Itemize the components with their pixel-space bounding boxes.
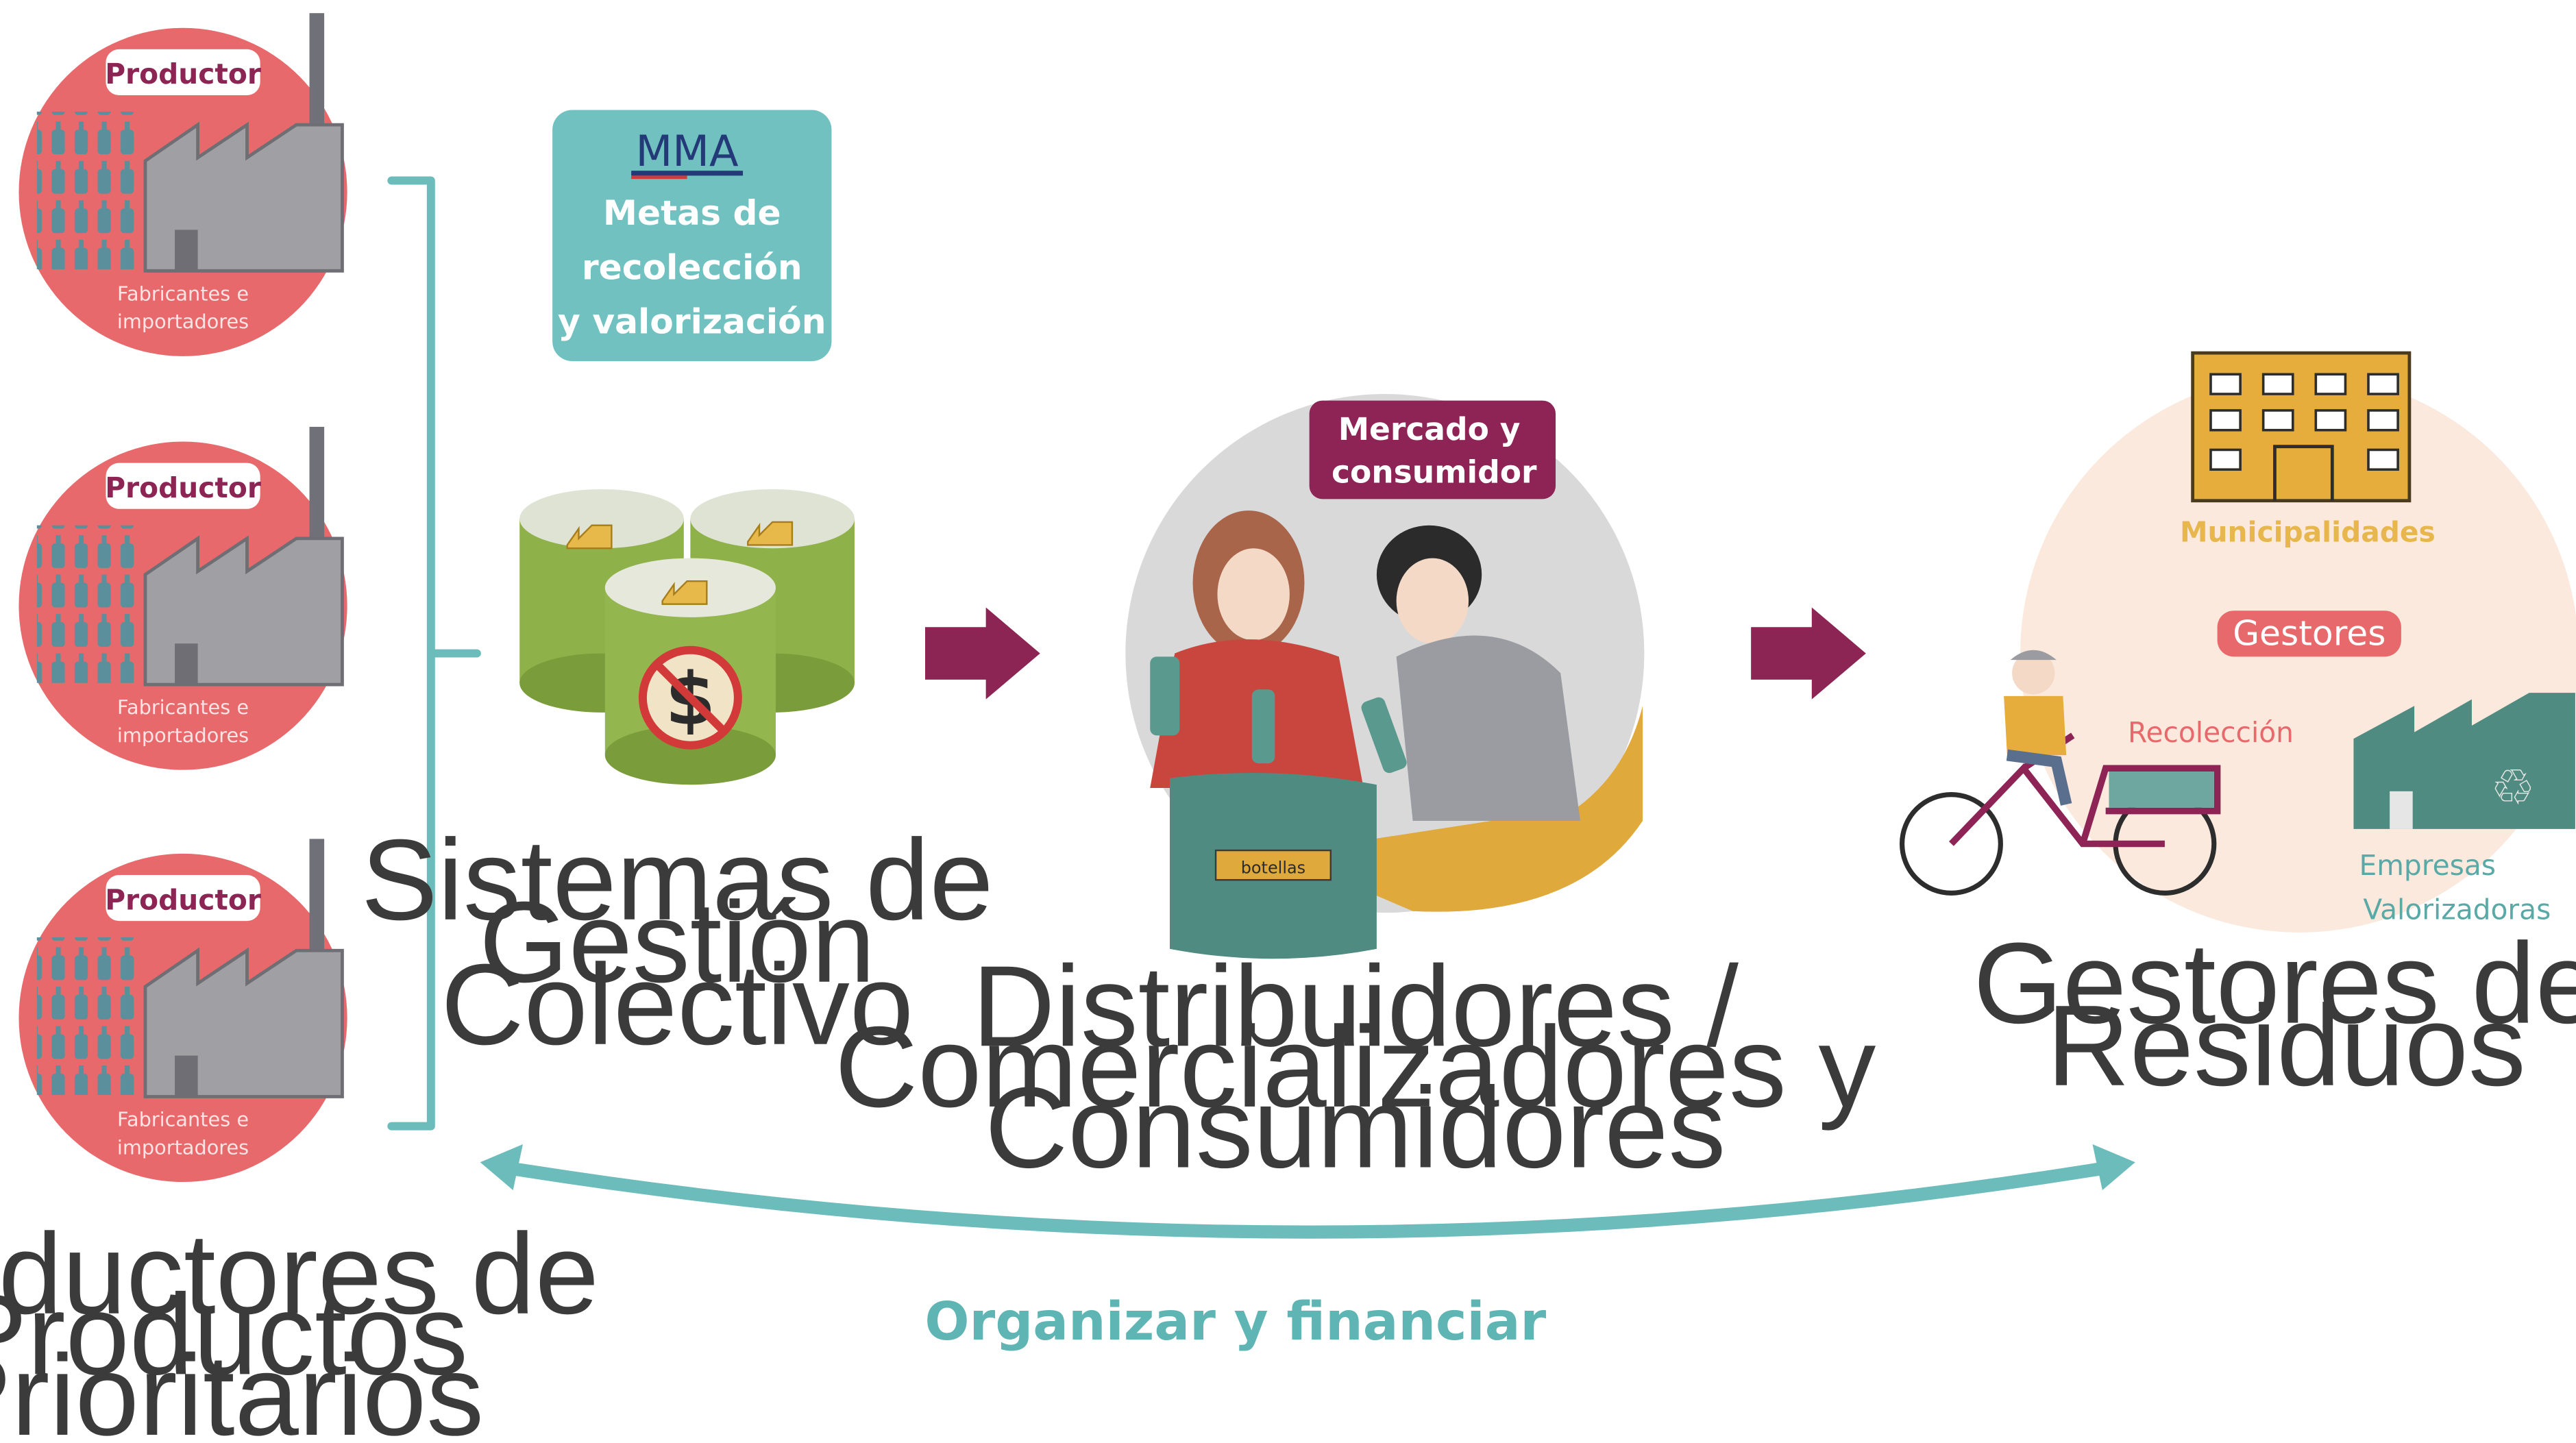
companies-label-2: Valorizadoras: [2363, 893, 2551, 926]
producers-caption-2: Productos: [0, 1270, 468, 1398]
managers-caption-2: Residuos: [2047, 981, 2526, 1110]
producer-subtitle-2: importadores: [117, 1135, 249, 1159]
producers-caption-3: Prioritarios: [0, 1331, 484, 1443]
producer-icon-3: Productor Fabricantes e importadores: [19, 839, 347, 1183]
producers-caption-1: Productores de: [0, 1209, 599, 1338]
mma-line-3: y valorización: [558, 301, 826, 341]
managers-badge: Gestores: [2233, 613, 2385, 654]
producer-badge: Productor: [105, 471, 261, 504]
organize-finance-label: Organizar y financiar: [924, 1292, 1546, 1353]
sgc-cylinders-icon: $: [519, 489, 855, 785]
producer-subtitle-2: importadores: [117, 310, 249, 333]
producer-subtitle-1: Fabricantes e: [117, 695, 249, 719]
sgc-caption-3: Colectivo: [441, 940, 913, 1069]
market-caption-1: Distribuidores /: [972, 941, 1739, 1070]
managers-caption-1: Gestores de: [1973, 919, 2576, 1048]
mma-logo: MMA: [636, 126, 739, 176]
market-consumers-illustration: botellas Mercado y consumidor: [1125, 394, 1645, 959]
companies-label-1: Empresas: [2359, 849, 2496, 882]
mma-line-2: recolección: [582, 247, 802, 287]
recycle-icon: ♲: [2491, 758, 2535, 816]
sgc-caption-1: Sistemas de: [361, 815, 994, 944]
flow-arrow-1: [925, 607, 1040, 700]
producer-icon-2: Productor Fabricantes e importadores: [19, 426, 347, 770]
waste-managers-illustration: Municipalidades Gestores Recolección ♲ E…: [1899, 351, 2576, 933]
flow-arrow-2: [1751, 607, 1866, 700]
mma-box: MMA Metas de recolección y valorización: [552, 110, 832, 362]
producer-subtitle-2: importadores: [117, 724, 249, 747]
market-badge-line-2: consumidor: [1332, 454, 1537, 490]
producer-icon-1: Productor Fabricantes e importadores: [19, 13, 347, 356]
mma-line-1: Metas de: [603, 193, 781, 233]
producer-subtitle-1: Fabricantes e: [117, 1108, 249, 1131]
producer-subtitle-1: Fabricantes e: [117, 282, 249, 305]
market-caption-2: Comercializadores y: [835, 1002, 1876, 1131]
producer-badge: Productor: [105, 883, 261, 916]
producer-badge: Productor: [105, 58, 261, 90]
market-caption-3: Consumidores: [985, 1063, 1726, 1192]
municipalities-label: Municipalidades: [2180, 516, 2436, 549]
collection-label: Recolección: [2128, 716, 2294, 749]
market-badge-line-1: Mercado y: [1338, 411, 1521, 447]
bottom-double-arrow: [480, 1144, 2135, 1239]
producers-bracket: [387, 176, 481, 1131]
bag-label: botellas: [1241, 859, 1305, 878]
sgc-caption-2: Gestión: [479, 878, 875, 1007]
